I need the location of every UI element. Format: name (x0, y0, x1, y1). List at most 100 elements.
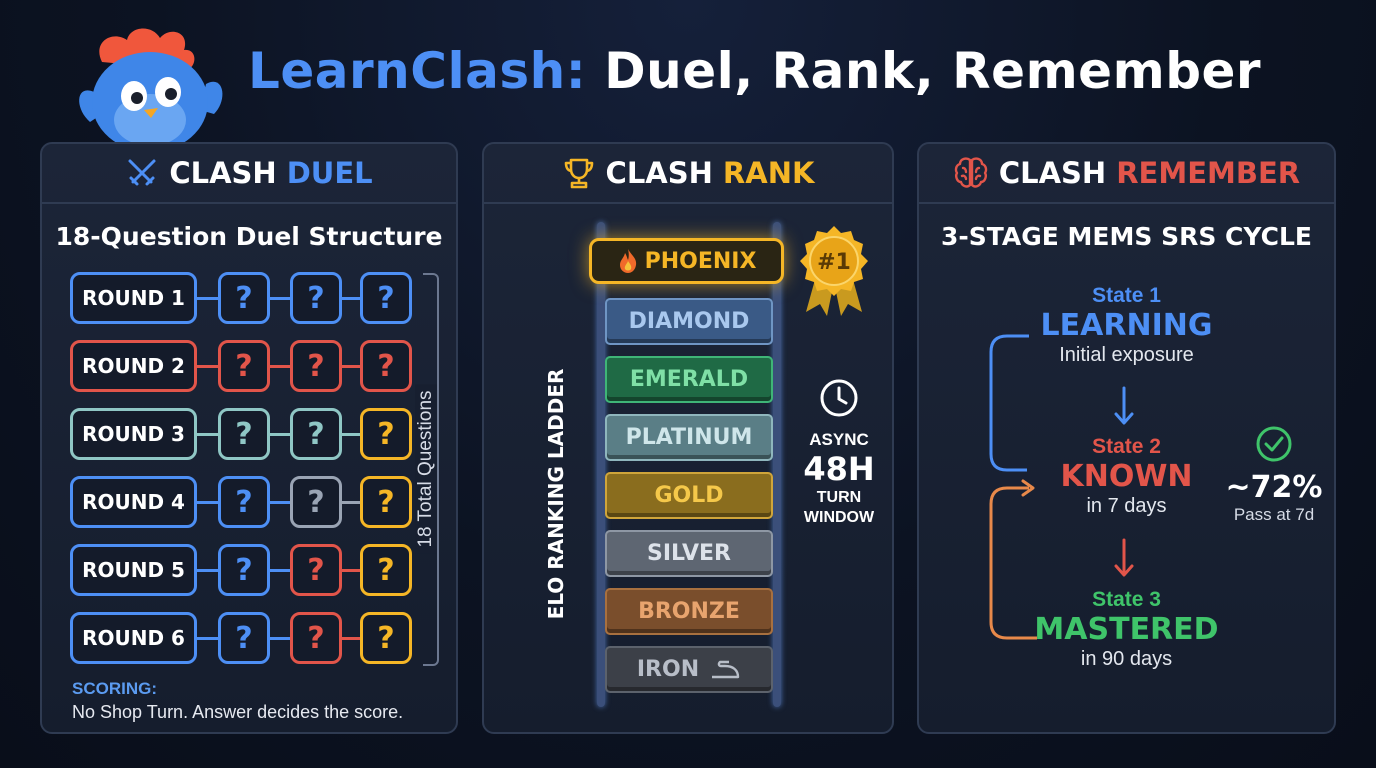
stage-mastered-desc: in 90 days (1080, 648, 1173, 670)
pass-rate-label: Pass at 7d (1233, 505, 1315, 524)
question-box: ? (360, 340, 412, 392)
round-connector (270, 297, 291, 300)
question-box: ? (360, 272, 412, 324)
brain-icon (954, 157, 988, 188)
round-row: ROUND 2??? (70, 340, 415, 392)
question-box: ? (218, 340, 270, 392)
stage-known: State 2 KNOWN in 7 days (919, 435, 1334, 518)
tier-label: GOLD (654, 483, 724, 508)
stage-mastered-state: State 3 (1092, 588, 1161, 611)
question-box: ? (290, 340, 342, 392)
round-row: ROUND 4??? (70, 476, 415, 528)
question-box: ? (360, 476, 412, 528)
round-label: ROUND 5 (70, 544, 197, 596)
tier-iron: IRON (605, 646, 773, 693)
round-row: ROUND 6??? (70, 612, 415, 664)
round-connector (270, 637, 291, 640)
tier-diamond: DIAMOND (605, 298, 773, 345)
duel-subtitle: 18-Question Duel Structure (55, 222, 443, 251)
stage-learning-desc: Initial exposure (1059, 344, 1194, 366)
clock-icon (820, 379, 858, 417)
round-connector (342, 569, 363, 572)
trophy-icon (564, 158, 593, 189)
crossed-swords-icon (128, 159, 156, 186)
tier-label: BRONZE (638, 599, 740, 624)
tier-label: DIAMOND (628, 309, 750, 334)
stage-known-desc: in 7 days (1086, 495, 1167, 517)
page-title-accent: LearnClash: (248, 42, 587, 100)
question-box: ? (290, 272, 342, 324)
round-label: ROUND 2 (70, 340, 197, 392)
question-box: ? (290, 476, 342, 528)
stage-mastered-name: MASTERED (1034, 612, 1219, 647)
remember-panel: CLASH REMEMBER 3-STAGE MEMS SRS CYCLE St… (917, 142, 1336, 734)
question-box: ? (290, 544, 342, 596)
clothes-iron-icon (712, 660, 740, 678)
page-title-rest: Duel, Rank, Remember (604, 42, 1262, 100)
tier-emerald: EMERALD (605, 356, 773, 403)
ladder-rail-right (773, 222, 781, 707)
question-box: ? (218, 272, 270, 324)
stage-learning: State 1 LEARNING Initial exposure (919, 284, 1334, 367)
round-connector (342, 365, 363, 368)
ladder-rail-left (597, 222, 605, 707)
question-box: ? (218, 476, 270, 528)
duel-header-accent: DUEL (286, 156, 373, 190)
duel-panel: CLASH DUEL 18-Question Duel Structure RO… (40, 142, 458, 734)
scoring-title: SCORING: (72, 679, 157, 698)
tier-bronze: BRONZE (605, 588, 773, 635)
stage-mastered: State 3 MASTERED in 90 days (919, 588, 1334, 671)
async-line2: 48H (803, 450, 875, 488)
round-connector (197, 637, 218, 640)
tier-label: IRON (636, 657, 700, 682)
round-row: ROUND 1??? (70, 272, 415, 324)
round-connector (270, 433, 291, 436)
tier-silver: SILVER (605, 530, 773, 577)
tier-phoenix-label: PHOENIX (644, 248, 757, 274)
round-connector (197, 297, 218, 300)
question-box: ? (290, 408, 342, 460)
remember-panel-header: CLASH REMEMBER (919, 144, 1334, 204)
round-connector (197, 569, 218, 572)
round-connector (197, 365, 218, 368)
question-box: ? (360, 612, 412, 664)
page-title: LearnClash: Duel, Rank, Remember (248, 42, 1261, 100)
question-box: ? (218, 408, 270, 460)
round-connector (270, 365, 291, 368)
round-label: ROUND 1 (70, 272, 197, 324)
stage-learning-state: State 1 (1092, 284, 1161, 307)
round-connector (342, 297, 363, 300)
question-box: ? (360, 408, 412, 460)
gold-rosette-badge-icon: #1 (800, 226, 868, 316)
pass-rate-block: ~72% Pass at 7d (1219, 424, 1329, 525)
round-connector (270, 501, 291, 504)
question-box: ? (218, 612, 270, 664)
round-connector (197, 433, 218, 436)
async-line3: TURN (816, 489, 862, 506)
round-connector (342, 637, 363, 640)
round-connector (270, 569, 291, 572)
tier-label: EMERALD (629, 367, 749, 392)
stage-known-state: State 2 (1092, 435, 1161, 458)
question-box: ? (360, 544, 412, 596)
stage-learning-name: LEARNING (1040, 308, 1213, 343)
stage-known-name: KNOWN (1060, 459, 1193, 494)
round-row: ROUND 3??? (70, 408, 415, 460)
tier-gold: GOLD (605, 472, 773, 519)
scoring-text: No Shop Turn. Answer decides the score. (72, 702, 404, 722)
pass-rate-value: ~72% (1225, 470, 1323, 505)
rank-header-clash: CLASH (605, 156, 713, 190)
duel-panel-header: CLASH DUEL (42, 144, 456, 204)
elo-ladder-text: ELO RANKING LADDER (544, 368, 568, 620)
question-box: ? (218, 544, 270, 596)
remember-subtitle: 3-STAGE MEMS SRS CYCLE (941, 222, 1312, 251)
rank-panel-header: CLASH RANK (484, 144, 892, 204)
async-line1: ASYNC (809, 430, 869, 449)
tier-label: SILVER (646, 541, 731, 566)
round-connector (342, 433, 363, 436)
total-questions-text: 18 Total Questions (415, 384, 437, 554)
async-line4: WINDOW (803, 509, 875, 526)
round-label: ROUND 6 (70, 612, 197, 664)
mascot-icon (79, 28, 223, 147)
